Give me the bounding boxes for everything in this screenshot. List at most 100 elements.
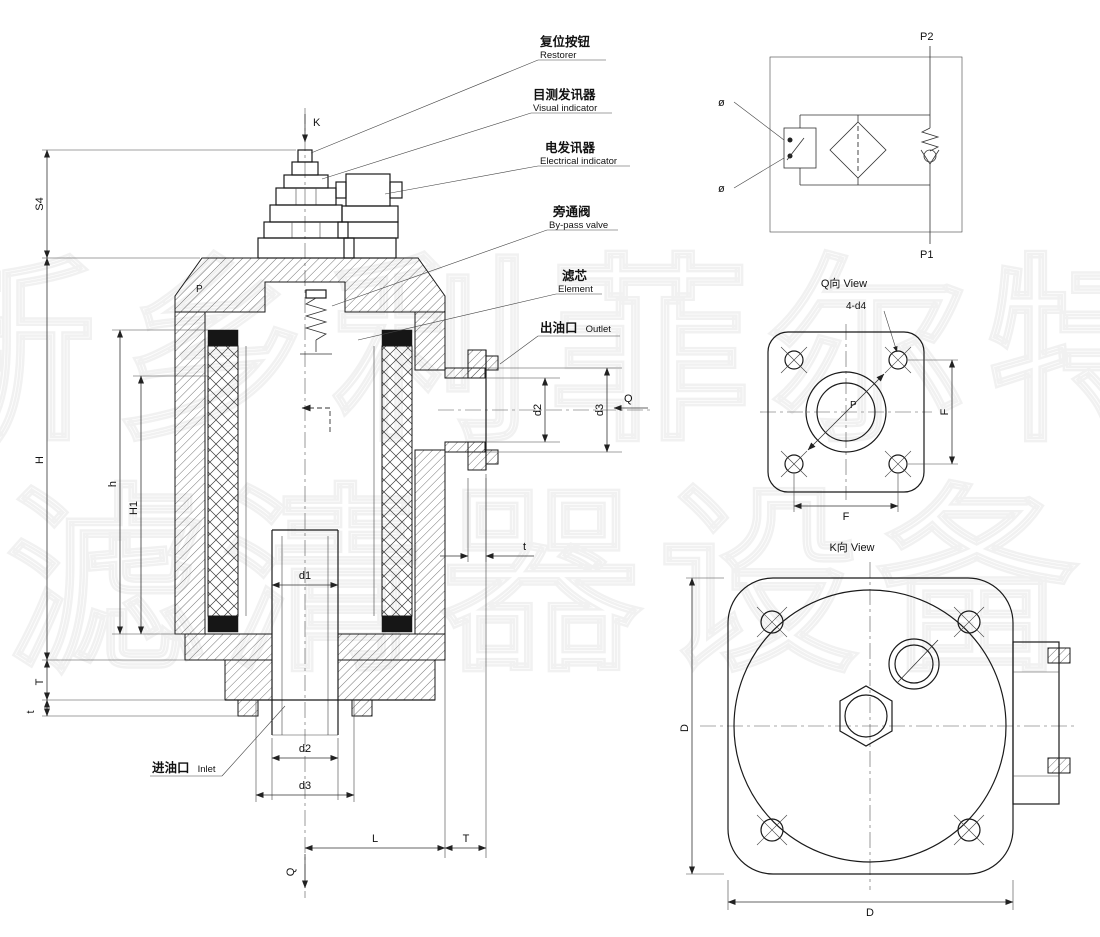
- element-right: [381, 345, 413, 617]
- schematic-enclosure: [769, 56, 963, 233]
- q-port-bore-outer: [805, 371, 887, 453]
- standpipe: [271, 404, 339, 736]
- k-center-fittings: [839, 638, 940, 747]
- ball-symbol: [923, 149, 937, 163]
- q-view: Q向 View 4-d4 P: [760, 276, 958, 523]
- callout-bypass-en: By-pass valve: [549, 220, 608, 231]
- leader-visual: [321, 112, 532, 180]
- seal-top-right: [381, 329, 413, 347]
- k-bolt-holes: [756, 606, 985, 846]
- indicator-port: [888, 638, 940, 690]
- visual-indicator-assembly: [257, 149, 355, 259]
- callout-electrical-en: Electrical indicator: [540, 156, 617, 167]
- callout-visual-en: Visual indicator: [533, 103, 597, 114]
- callout-element-zh: 滤芯: [562, 268, 588, 283]
- dim-T-bottom: T: [463, 833, 470, 845]
- dim-d3-bottom: d3: [299, 780, 311, 792]
- dim-d1: d1: [299, 570, 311, 582]
- q-view-holes-label: 4-d4: [846, 301, 866, 312]
- phi-bottom-label: ø: [718, 183, 725, 195]
- attachment-bolt-top: [1047, 647, 1071, 664]
- dim-D-left: D: [679, 724, 691, 732]
- port-P1: P1: [920, 249, 933, 261]
- k-view-title: K向 View: [829, 540, 874, 554]
- spring-symbol: [920, 127, 940, 152]
- leader-inlet: [221, 705, 286, 777]
- hex-fitting: [839, 685, 893, 747]
- q-view-title: Q向 View: [821, 276, 867, 290]
- dim-H: H: [34, 456, 46, 464]
- hex-nut: [263, 221, 349, 239]
- dim-H1: H1: [128, 501, 140, 515]
- dim-S4: S4: [34, 197, 46, 210]
- main-section-view: K: [25, 34, 652, 898]
- dim-h: h: [107, 481, 119, 487]
- dim-T-left: T: [34, 678, 46, 685]
- outlet-bolt-bottom: [485, 449, 499, 465]
- bypass-valve: [300, 289, 332, 355]
- top-cover: [174, 257, 446, 313]
- q-dimensions: F F: [793, 359, 958, 523]
- leader-outlet: [499, 335, 539, 365]
- right-wall-upper: [414, 311, 446, 371]
- hydraulic-schematic: P2 P1: [718, 31, 963, 261]
- element-left: [207, 345, 239, 617]
- outlet-flange-top: [467, 349, 487, 379]
- callout-electrical-zh: 电发讯器: [545, 140, 596, 155]
- seal-bottom-right: [381, 615, 413, 633]
- port-P2: P2: [920, 31, 933, 43]
- dim-L: L: [372, 833, 378, 845]
- outlet-port: [444, 349, 622, 471]
- callout-bypass-zh: 旁通阀: [552, 204, 591, 219]
- flange-bolt-left: [237, 699, 259, 717]
- callout-restorer-zh: 复位按钮: [539, 34, 591, 49]
- dim-D-bottom: D: [866, 907, 874, 919]
- pressure-switch-symbol: ø ø: [718, 97, 817, 195]
- filter-element: [207, 329, 413, 633]
- bottom-dimensions: d1 d2 d3 L T Q: [255, 474, 487, 889]
- k-body-circle: [733, 589, 1007, 863]
- callouts: 复位按钮 Restorer 目测发讯器 Visual indicator 电发讯…: [150, 34, 630, 777]
- dim-Q-bottom: Q: [285, 867, 297, 876]
- callout-inlet: 进油口 Inlet: [152, 760, 216, 775]
- leader-electrical: [384, 165, 539, 195]
- dim-Q-right: Q: [624, 393, 633, 405]
- dim-t-right: t: [523, 541, 526, 553]
- flange-bolt-right: [351, 699, 373, 717]
- dim-d3-right: d3: [594, 404, 606, 416]
- callout-element-en: Element: [558, 284, 593, 295]
- dim-F-right: F: [939, 408, 951, 415]
- callout-visual-zh: 目测发讯器: [533, 87, 596, 102]
- check-valve-symbol: [920, 115, 940, 185]
- left-dimensions: S4 H T t h H1: [25, 149, 296, 717]
- attachment-bolt-bottom: [1047, 757, 1071, 774]
- q-flange-outline: [767, 331, 925, 493]
- seal-bottom-left: [207, 615, 239, 633]
- port-p-label: P: [196, 284, 203, 295]
- q-bore-diameter-line: [807, 373, 885, 451]
- outlet-flange-bottom: [467, 441, 487, 471]
- left-wall: [174, 311, 206, 635]
- leader-restorer: [310, 59, 539, 154]
- outlet-bolt-top: [485, 355, 499, 371]
- flow-arrow: [301, 404, 331, 432]
- bottom-flange: [184, 633, 446, 717]
- electrical-indicator-assembly: [335, 173, 403, 259]
- k-direction-arrow: K: [301, 114, 321, 143]
- leader-element: [357, 293, 557, 341]
- dim-t-left: t: [25, 710, 37, 713]
- dim-d2-right: d2: [532, 404, 544, 416]
- right-wall-lower: [414, 449, 446, 635]
- k-dimensions: D D: [679, 577, 1014, 919]
- callout-restorer-en: Restorer: [540, 50, 576, 61]
- dim-d2-bottom: d2: [299, 743, 311, 755]
- filter-symbol: [829, 115, 887, 185]
- bypass-spring: [304, 297, 328, 341]
- q-bolt-holes: [780, 346, 912, 478]
- callout-outlet: 出油口 Outlet: [540, 320, 611, 335]
- phi-top-label: ø: [718, 97, 725, 109]
- dim-K-label: K: [313, 117, 321, 129]
- connector-plug: [345, 173, 391, 207]
